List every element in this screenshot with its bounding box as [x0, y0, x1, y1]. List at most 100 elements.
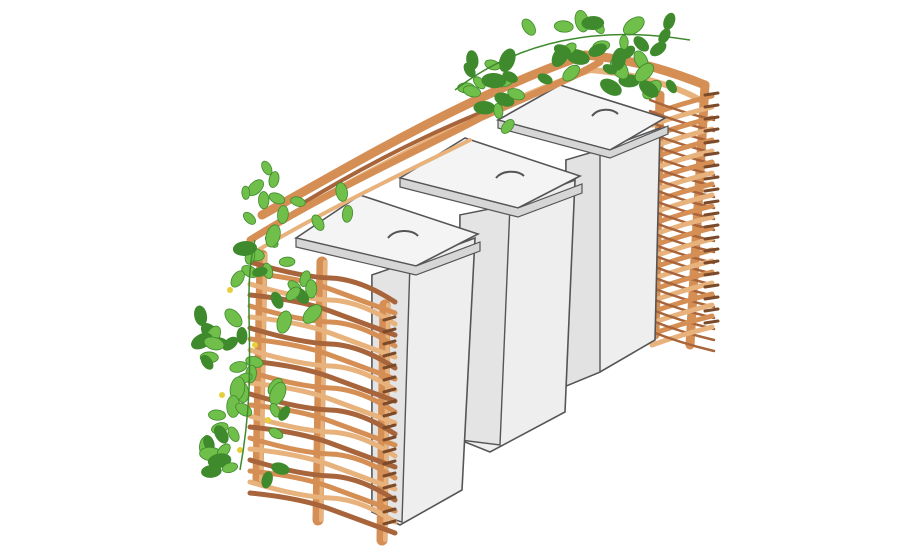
- leaf: [242, 211, 256, 225]
- leaf: [269, 402, 281, 418]
- wicker-stake-end: [382, 459, 397, 466]
- wicker-stake-end: [382, 495, 397, 502]
- wicker-stake-end: [382, 471, 397, 478]
- leaf: [311, 214, 325, 231]
- wicker-rod: [247, 347, 398, 393]
- leaf: [622, 16, 645, 36]
- leaf: [588, 43, 607, 57]
- leaf: [537, 73, 553, 85]
- leaf: [201, 464, 222, 478]
- leaf: [268, 171, 280, 188]
- leaf: [493, 103, 504, 119]
- leaf: [553, 44, 572, 58]
- wicker-stake-end: [703, 307, 720, 313]
- leaf: [265, 224, 281, 248]
- back-top-rail: [257, 50, 710, 220]
- wicker-stake-end: [382, 423, 397, 430]
- bins: [294, 84, 669, 526]
- wicker-rod: [649, 324, 715, 348]
- wicker-front-rail: [246, 58, 604, 252]
- leaf: [650, 41, 667, 57]
- bin-3-lid-rim: [497, 119, 669, 159]
- leaf: [261, 471, 273, 489]
- leaf: [553, 20, 574, 33]
- leaf: [213, 425, 229, 444]
- leaf: [278, 256, 296, 267]
- leaf: [521, 18, 536, 36]
- leaf: [507, 88, 525, 101]
- front-top-rail: [246, 58, 604, 244]
- wicker-stake-end: [382, 483, 397, 490]
- leaf: [600, 78, 622, 96]
- wicker-rod: [247, 479, 398, 525]
- leaf: [236, 326, 248, 345]
- flower: [219, 392, 225, 398]
- leaf: [562, 64, 581, 82]
- wicker-stake-end: [382, 327, 397, 334]
- wicker-stake-end: [703, 187, 720, 193]
- leaf: [611, 47, 627, 71]
- wicker-rod: [247, 303, 398, 349]
- leaf: [285, 286, 301, 301]
- wicker-rod: [247, 336, 398, 382]
- leaf: [252, 266, 268, 277]
- wicker-stake-end: [703, 103, 720, 109]
- wicker-stake-end: [382, 387, 397, 394]
- wicker-stake-end: [703, 259, 720, 265]
- wicker-stake-end: [703, 199, 720, 205]
- flower: [252, 342, 258, 348]
- wicker-stake-end: [382, 375, 397, 382]
- vine-stem: [239, 239, 256, 471]
- wicker-stake-end: [703, 223, 720, 229]
- wicker-stake-end: [382, 519, 397, 526]
- leaf: [227, 426, 240, 442]
- wicker-rod: [247, 259, 398, 305]
- leaf: [258, 191, 270, 210]
- front-top-rail-2: [256, 138, 472, 252]
- leaf: [498, 48, 516, 73]
- wicker-stake-end: [703, 91, 720, 97]
- leaf: [268, 192, 286, 205]
- wicker-stake-end: [703, 283, 720, 289]
- wicker-rod: [247, 435, 398, 481]
- flower: [227, 287, 233, 293]
- wicker-stake-end: [703, 271, 720, 277]
- bin-2-handle: [495, 170, 525, 179]
- leaf: [270, 291, 284, 309]
- wicker-stake-end: [703, 139, 720, 145]
- wicker-rod: [247, 325, 398, 371]
- vine-stem: [454, 33, 691, 91]
- wicker-stake-end: [382, 507, 397, 514]
- leaf: [261, 160, 273, 176]
- wicker-stake-end: [703, 127, 720, 133]
- leaf: [581, 16, 605, 30]
- leaf: [305, 279, 318, 299]
- leaf: [481, 73, 507, 89]
- leaf: [462, 85, 482, 98]
- bin-2-lid-rim: [399, 177, 583, 218]
- wicker-stake-end: [382, 363, 397, 370]
- leaf: [232, 240, 258, 256]
- leaf: [278, 405, 291, 421]
- leaf: [208, 409, 226, 421]
- leaf: [200, 354, 214, 370]
- leaf: [271, 462, 290, 475]
- wicker-rod: [247, 270, 398, 316]
- leaf: [335, 182, 348, 202]
- wicker-stake-end: [703, 319, 720, 325]
- leaf: [230, 270, 245, 288]
- wicker-stake-end: [382, 339, 397, 346]
- climbing-plant: [191, 10, 691, 489]
- wicker-stake-end: [382, 435, 397, 442]
- wicker-stake-end: [703, 211, 720, 217]
- wicker-stake-end: [382, 399, 397, 406]
- wicker-stake-end: [703, 235, 720, 241]
- leaf: [634, 62, 654, 83]
- wicker-rod: [247, 358, 398, 404]
- wicker-stake-end: [382, 351, 397, 358]
- flower: [265, 417, 271, 423]
- leaf: [222, 336, 239, 351]
- leaf: [290, 196, 306, 207]
- leaf: [341, 205, 354, 223]
